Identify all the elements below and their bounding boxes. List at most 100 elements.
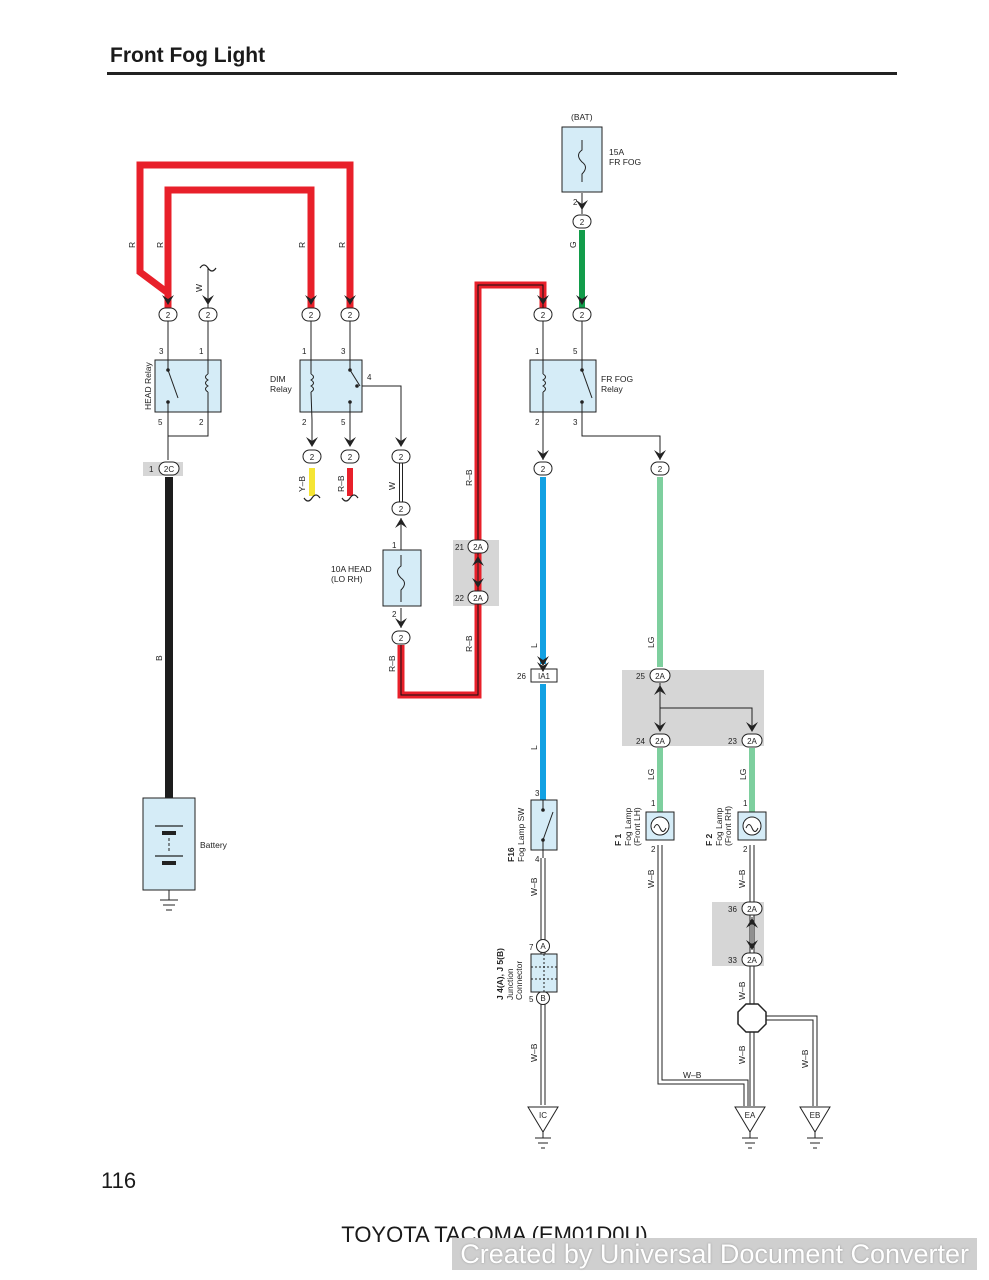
svg-text:L: L: [529, 643, 539, 648]
svg-text:2: 2: [541, 465, 546, 474]
svg-text:2: 2: [573, 198, 578, 207]
fuse-15a-fr-fog: (BAT) 15A FR FOG: [561, 112, 641, 193]
thin-wires: [167, 193, 753, 950]
connector-2a-25: 2A: [649, 668, 671, 683]
connector-arrows: [162, 200, 758, 950]
connector-2: 2: [650, 461, 670, 476]
svg-text:(LO RH): (LO RH): [331, 574, 363, 584]
svg-text:R–B: R–B: [336, 475, 346, 492]
svg-text:4: 4: [535, 855, 540, 864]
svg-text:5: 5: [529, 995, 534, 1004]
connector-2: 2: [391, 501, 411, 516]
svg-text:R: R: [337, 242, 347, 248]
connector-2a-36: 2A: [741, 901, 763, 916]
svg-text:3: 3: [573, 418, 578, 427]
svg-text:5: 5: [158, 418, 163, 427]
svg-text:R: R: [297, 242, 307, 248]
svg-text:Battery: Battery: [200, 840, 228, 850]
connector-2: 2: [572, 214, 592, 229]
svg-text:Fog Lamp: Fog Lamp: [714, 807, 724, 846]
svg-text:W–B: W–B: [737, 1045, 747, 1064]
svg-text:LG: LG: [646, 769, 656, 780]
title-rule: [107, 72, 897, 75]
connector-2: 2: [158, 307, 178, 322]
svg-text:W: W: [194, 284, 204, 292]
wire-labels: R R R R W G Y–B R–B W R–B R–B R–B B L L …: [127, 241, 810, 1080]
page-number: 116: [101, 1168, 137, 1193]
svg-text:L: L: [529, 745, 539, 750]
svg-text:R: R: [155, 242, 165, 248]
svg-text:J 4(A), J 5(B): J 4(A), J 5(B): [495, 948, 505, 1000]
svg-text:2: 2: [658, 465, 663, 474]
svg-text:5: 5: [341, 418, 346, 427]
page-title: Front Fog Light: [110, 44, 266, 67]
connector-2a-22: 2A: [467, 590, 489, 605]
svg-text:4: 4: [367, 373, 372, 382]
svg-text:33: 33: [728, 956, 737, 965]
svg-text:24: 24: [636, 737, 645, 746]
svg-text:R–B: R–B: [387, 655, 397, 672]
connector-2: 2: [340, 449, 360, 464]
svg-text:F 2: F 2: [704, 833, 714, 846]
fog-lamp-rh: F 2 Fog Lamp (Front RH): [704, 806, 767, 846]
svg-text:R–B: R–B: [464, 635, 474, 652]
svg-text:2: 2: [348, 453, 353, 462]
svg-text:W–B: W–B: [646, 869, 656, 888]
connector-2a-24: 2A: [649, 733, 671, 748]
ground-ea: EA: [734, 1106, 766, 1149]
svg-text:Junction: Junction: [505, 968, 515, 1000]
svg-text:26: 26: [517, 672, 526, 681]
head-relay: HEAD Relay: [143, 321, 222, 420]
svg-text:Fog Lamp SW: Fog Lamp SW: [516, 808, 526, 862]
svg-text:LG: LG: [646, 637, 656, 648]
connector-2: 2: [340, 307, 360, 322]
fr-fog-relay: FR FOG Relay: [529, 321, 633, 420]
connector-2: 2: [533, 307, 553, 322]
svg-text:2: 2: [399, 453, 404, 462]
svg-text:2: 2: [392, 610, 397, 619]
svg-text:(Front RH): (Front RH): [723, 806, 733, 846]
svg-text:1: 1: [302, 347, 307, 356]
svg-text:15A: 15A: [609, 147, 624, 157]
shaded-areas: [143, 462, 764, 966]
connector-2: 2: [533, 461, 553, 476]
svg-text:3: 3: [159, 347, 164, 356]
fog-lamp-switch: F16 Fog Lamp SW: [506, 799, 558, 862]
red-wire-outer: [136, 161, 354, 308]
connector-2a-23: 2A: [741, 733, 763, 748]
svg-text:W–B: W–B: [800, 1049, 810, 1068]
svg-text:Connector: Connector: [514, 961, 524, 1000]
svg-text:2A: 2A: [473, 543, 483, 552]
connector-2: 2: [302, 449, 322, 464]
connector-2: 2: [391, 630, 411, 645]
connector-ia1: IA1: [530, 668, 558, 683]
svg-text:IC: IC: [539, 1111, 547, 1120]
svg-text:1: 1: [149, 465, 154, 474]
svg-text:2A: 2A: [747, 905, 757, 914]
svg-text:G: G: [568, 241, 578, 248]
svg-text:2: 2: [348, 311, 353, 320]
svg-text:2C: 2C: [164, 465, 174, 474]
svg-text:W–B: W–B: [683, 1070, 702, 1080]
connector-2: 2: [572, 307, 592, 322]
svg-text:2A: 2A: [655, 737, 665, 746]
connector-a: A: [536, 939, 550, 953]
splice-point: [737, 1003, 767, 1033]
svg-text:EB: EB: [810, 1111, 821, 1120]
svg-text:21: 21: [455, 543, 464, 552]
svg-text:7: 7: [529, 943, 534, 952]
battery: Battery: [142, 797, 228, 891]
svg-text:1: 1: [651, 799, 656, 808]
svg-text:HEAD Relay: HEAD Relay: [143, 362, 153, 410]
svg-text:W–B: W–B: [737, 869, 747, 888]
svg-text:2: 2: [580, 311, 585, 320]
dim-relay: DIM Relay: [270, 321, 363, 421]
svg-text:A: A: [540, 942, 546, 951]
connector-2a-21: 2A: [467, 539, 489, 554]
svg-text:2A: 2A: [747, 737, 757, 746]
svg-text:2: 2: [309, 311, 314, 320]
svg-text:3: 3: [341, 347, 346, 356]
svg-text:2: 2: [399, 505, 404, 514]
connector-2: 2: [198, 307, 218, 322]
